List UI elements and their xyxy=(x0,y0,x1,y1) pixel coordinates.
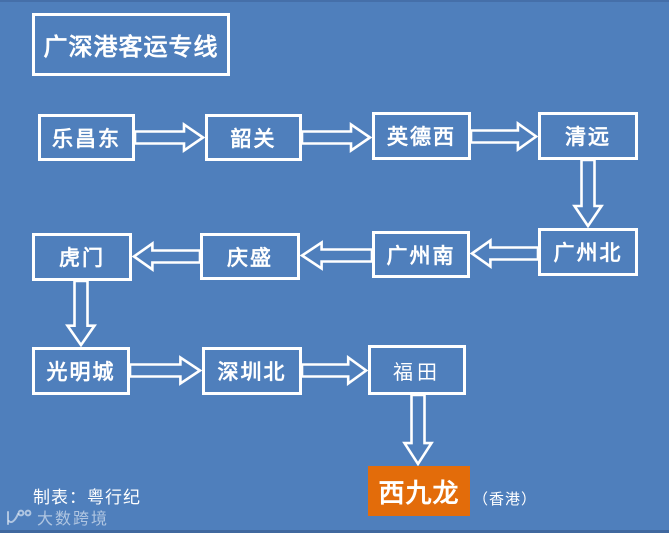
arrow-guangzhounan-to-qingsheng-icon xyxy=(300,240,372,271)
terminus-note-hongkong: （香港） xyxy=(473,491,538,508)
station-futian: 福田 xyxy=(368,345,466,395)
station-humen: 虎门 xyxy=(32,233,132,281)
credit-text: 制表：粤行纪 xyxy=(33,488,141,507)
station-yingdexi: 英德西 xyxy=(372,112,471,160)
station-shaoguan: 韶关 xyxy=(205,114,302,161)
arrow-qingyuan-to-guangzhoubei-icon xyxy=(572,160,604,228)
station-label: 福田 xyxy=(393,361,441,384)
diagram-title: 广深港客运专线 xyxy=(43,34,219,61)
arrow-qingsheng-to-humen-icon xyxy=(132,241,200,272)
station-label: 西九龙 xyxy=(378,477,460,508)
arrow-humen-to-guangmingcheng-icon xyxy=(65,281,97,347)
station-label: 庆盛 xyxy=(227,246,273,270)
station-guangzhounan: 广州南 xyxy=(372,231,470,278)
watermark: 大数跨境 xyxy=(5,505,109,529)
arrow-shaoguan-to-yingdexi-icon xyxy=(302,122,372,153)
station-guangmingcheng: 光明城 xyxy=(32,347,130,395)
station-label: 虎门 xyxy=(59,247,105,270)
station-label: 韶关 xyxy=(230,127,277,151)
station-label: 清远 xyxy=(565,126,611,149)
station-qingyuan: 清远 xyxy=(538,112,638,160)
arrow-guangzhoubei-to-guangzhounan-icon xyxy=(470,238,538,269)
watermark-text: 大数跨境 xyxy=(37,511,110,528)
diagram-title-box: 广深港客运专线 xyxy=(32,13,230,76)
arrow-yingdexi-to-qingyuan-icon xyxy=(471,121,538,152)
station-label: 乐昌东 xyxy=(52,127,121,151)
arrow-lechangdong-to-shaoguan-icon xyxy=(135,122,205,153)
arrow-shenzhenbei-to-futian-icon xyxy=(302,355,368,386)
arrow-guangmingcheng-to-shenzhenbei-icon xyxy=(130,355,202,386)
station-label: 广州北 xyxy=(553,242,623,265)
station-qingsheng: 庆盛 xyxy=(200,233,300,280)
arrow-futian-to-xijiulong-icon xyxy=(402,395,434,466)
station-label: 深圳北 xyxy=(217,361,287,384)
station-label: 光明城 xyxy=(46,361,116,384)
station-xijiulong-terminus: 西九龙 xyxy=(368,466,470,516)
bottom-edge-shadow xyxy=(0,530,669,533)
station-lechangdong: 乐昌东 xyxy=(38,114,135,161)
top-edge-shadow xyxy=(0,0,669,2)
station-shenzhenbei: 深圳北 xyxy=(202,347,302,395)
watermark-logo-icon xyxy=(7,509,32,525)
station-label: 英德西 xyxy=(387,126,456,149)
station-guangzhoubei: 广州北 xyxy=(538,228,638,276)
station-label: 广州南 xyxy=(386,244,456,268)
